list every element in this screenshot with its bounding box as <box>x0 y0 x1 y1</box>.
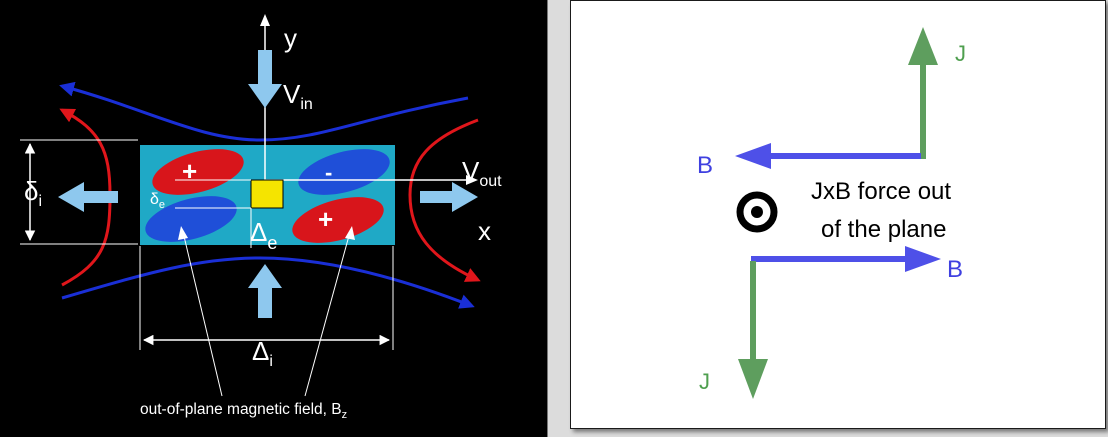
j-label-top: J <box>955 41 966 66</box>
pointer-line-left <box>182 231 223 397</box>
j-arrow-down-head <box>738 359 768 399</box>
field-line-top <box>59 81 469 142</box>
plus-sign-lower: + <box>318 204 333 234</box>
electron-diffusion-box <box>250 179 284 209</box>
v-out-arrow-left <box>58 182 118 212</box>
delta-i-label: δi <box>24 176 42 210</box>
b-label-right: B <box>947 256 963 283</box>
v-in-arrow-bottom <box>248 264 282 318</box>
ellipse-plus-upper-left <box>152 149 244 195</box>
minus-sign-upper: - <box>325 160 332 185</box>
caption: out-of-plane magnetic field, Bz <box>140 401 347 421</box>
delta-e-label: δe <box>150 191 165 211</box>
ellipse-plus-lower-right <box>292 197 384 243</box>
jxb-force-diagram: J B JxB force out of the plane B J <box>697 27 966 399</box>
out-of-plane-icon <box>736 191 778 233</box>
field-line-right-red <box>408 118 481 282</box>
b-arrow-right-head <box>905 246 941 272</box>
force-text-line2: of the plane <box>821 216 946 243</box>
y-axis-label: y <box>284 23 297 53</box>
reconnection-diagram-panel: + - + y x Vin Vout δi <box>0 0 548 437</box>
plus-sign-upper: + <box>182 156 197 186</box>
pointer-arrowhead-right <box>345 226 355 240</box>
pointer-line-right <box>304 231 351 397</box>
reconnection-diagram: + - + y x Vin Vout δi <box>20 14 502 421</box>
Delta-i-label: Δi <box>252 336 273 370</box>
y-axis-arrowhead <box>260 14 270 26</box>
j-label-bottom: J <box>699 369 710 394</box>
b-arrow-left-head <box>735 143 771 169</box>
v-out-arrow-right <box>420 182 478 212</box>
jxb-force-panel: J B JxB force out of the plane B J <box>570 0 1106 429</box>
x-axis-label: x <box>478 216 491 246</box>
force-text-line1: JxB force out <box>811 178 951 205</box>
v-in-label: Vin <box>283 79 313 113</box>
v-in-arrow-top <box>248 50 282 108</box>
out-of-plane-dot <box>751 206 763 218</box>
Delta-e-label: Δe <box>250 217 277 253</box>
b-label-left: B <box>697 152 713 179</box>
j-arrow-up-head <box>908 27 938 65</box>
pointer-arrowhead-left <box>178 226 188 240</box>
v-out-label: Vout <box>462 156 502 190</box>
ellipse-minus-upper-right <box>298 149 390 195</box>
field-line-bottom <box>61 256 475 309</box>
x-axis-arrowhead <box>466 175 478 185</box>
